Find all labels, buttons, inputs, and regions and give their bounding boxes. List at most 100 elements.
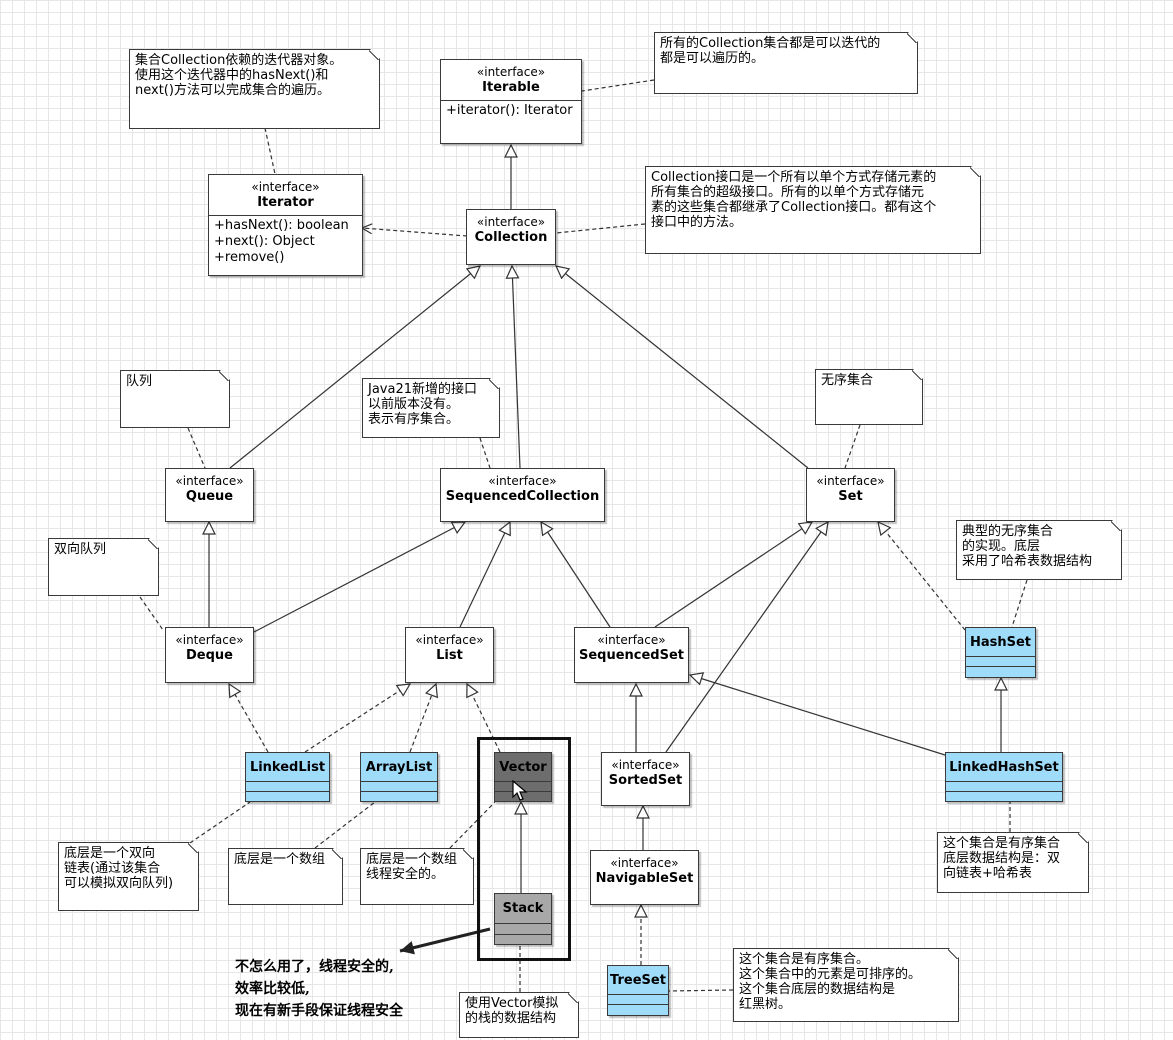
note-line: 底层数据结构是：双 xyxy=(943,851,1061,866)
member-next: +next(): Object xyxy=(214,234,315,249)
navigable-set-interface[interactable]: «interface» NavigableSet xyxy=(590,850,699,905)
stack-note[interactable]: 使用Vector模拟 的栈的数据结构 xyxy=(459,992,579,1038)
note-line: 所有集合的超级接口。所有的以单个方式存储元 xyxy=(651,185,925,200)
linkedlist-class[interactable]: LinkedList xyxy=(245,752,330,802)
collection-name: Collection xyxy=(474,230,548,245)
arraylist-note[interactable]: 底层是一个数组 xyxy=(228,848,343,905)
stereotype-label: «interface» xyxy=(476,215,546,229)
sorted-set-interface[interactable]: «interface» SortedSet xyxy=(601,752,690,806)
anchor-queue-note xyxy=(187,427,206,469)
iterable-interface[interactable]: «interface» Iterable +iterator(): Iterat… xyxy=(440,59,582,144)
vector-note[interactable]: 底层是一个数组 线程安全的。 xyxy=(360,848,474,905)
stereotype-label: «interface» xyxy=(476,65,546,79)
stack-class[interactable]: Stack xyxy=(494,893,552,945)
edge-arraylist-list xyxy=(409,684,436,753)
iterator-note[interactable]: 集合Collection依赖的迭代器对象。 使用这个迭代器中的hasNext()… xyxy=(129,49,380,129)
note-line: 的栈的数据结构 xyxy=(465,1011,557,1026)
treeset-class[interactable]: TreeSet xyxy=(607,965,669,1016)
set-name: Set xyxy=(838,489,863,504)
vector-class[interactable]: Vector xyxy=(494,752,552,802)
stereotype-label: «interface» xyxy=(175,633,244,647)
member-remove: +remove() xyxy=(214,250,285,265)
annotation-line: 现在有新手段保证线程安全 xyxy=(235,1003,403,1019)
sequenced-collection-name: SequencedCollection xyxy=(445,489,600,504)
iterable-name: Iterable xyxy=(482,80,540,95)
navigable-set-name: NavigableSet xyxy=(595,871,694,886)
anchor-collection-note xyxy=(555,223,646,234)
stack-name: Stack xyxy=(502,901,544,916)
edge-set-collection xyxy=(556,266,809,469)
member-iterator: +iterator(): Iterator xyxy=(446,103,573,118)
sequenced-set-interface[interactable]: «interface» SequencedSet xyxy=(574,627,689,683)
note-line: 线程安全的。 xyxy=(366,867,445,882)
note-line: 无序集合 xyxy=(821,373,874,388)
note-line: 使用这个迭代器中的hasNext()和 xyxy=(135,68,329,83)
annotation-arrow xyxy=(399,927,491,955)
note-line: 链表(通过该集合 xyxy=(64,861,161,876)
note-line: next()方法可以完成集合的遍历。 xyxy=(135,83,330,98)
anchor-deque-note xyxy=(139,596,164,631)
collection-interface[interactable]: «interface» Collection xyxy=(466,209,556,265)
note-line: 向链表+哈希表 xyxy=(943,866,1032,881)
note-line: 采用了哈希表数据结构 xyxy=(962,554,1093,569)
hashset-name: HashSet xyxy=(969,635,1032,650)
anchor-treeset-note xyxy=(668,989,734,992)
anchor-hashset-note xyxy=(1011,579,1028,628)
linkedhashset-name: LinkedHashSet xyxy=(949,760,1059,775)
edge-seqset-seqcoll xyxy=(541,522,611,628)
note-line: 使用Vector模拟 xyxy=(465,996,559,1011)
stereotype-label: «interface» xyxy=(610,856,679,870)
note-line: 这个集合底层的数据结构是 xyxy=(739,982,896,997)
collection-note[interactable]: Collection接口是一个所有以单个方式存储元素的 所有集合的超级接口。所有… xyxy=(645,166,981,254)
iterable-note[interactable]: 所有的Collection集合都是可以迭代的 都是可以遍历的。 xyxy=(654,32,918,94)
note-line: 这个集合中的元素是可排序的。 xyxy=(739,967,922,982)
list-name: List xyxy=(436,648,463,663)
set-note[interactable]: 无序集合 xyxy=(815,369,923,425)
annotation-line: 效率比较低, xyxy=(235,981,310,997)
annotation-text: 不怎么用了，线程安全的, 效率比较低, 现在有新手段保证线程安全 xyxy=(235,956,403,1022)
edge-vector-list xyxy=(467,684,501,753)
sequenced-collection-interface[interactable]: «interface» SequencedCollection xyxy=(440,468,605,522)
queue-interface[interactable]: «interface» Queue xyxy=(165,468,254,522)
list-interface[interactable]: «interface» List xyxy=(405,627,494,683)
linkedlist-note[interactable]: 底层是一个双向 链表(通过该集合 可以模拟双向队列) xyxy=(58,842,199,911)
edge-deque-seqcoll xyxy=(253,522,465,633)
note-line: 这个集合是有序集合。 xyxy=(739,952,870,967)
anchor-arraylist-note xyxy=(314,801,376,849)
arraylist-class[interactable]: ArrayList xyxy=(360,752,438,802)
note-line: Java21新增的接口 xyxy=(368,382,478,397)
note-line: 底层是一个数组 xyxy=(234,852,326,867)
deque-note[interactable]: 双向队列 xyxy=(48,538,159,596)
edge-queue-collection xyxy=(229,266,480,469)
note-line: 以前版本没有。 xyxy=(368,397,460,412)
sequenced-set-name: SequencedSet xyxy=(578,648,685,663)
arraylist-name: ArrayList xyxy=(365,760,433,775)
note-line: 所有的Collection集合都是可以迭代的 xyxy=(660,36,881,51)
iterator-interface[interactable]: «interface» Iterator +hasNext(): boolean… xyxy=(208,174,363,276)
linkedhashset-note[interactable]: 这个集合是有序集合 底层数据结构是：双 向链表+哈希表 xyxy=(937,832,1089,893)
treeset-note[interactable]: 这个集合是有序集合。 这个集合中的元素是可排序的。 这个集合底层的数据结构是 红… xyxy=(733,948,959,1022)
deque-interface[interactable]: «interface» Deque xyxy=(165,627,254,683)
note-line: 双向队列 xyxy=(54,542,107,557)
anchor-iterator-note xyxy=(264,127,276,175)
edge-linkedlist-list xyxy=(304,684,410,753)
queue-note[interactable]: 队列 xyxy=(120,370,230,428)
note-line: 典型的无序集合 xyxy=(962,524,1054,539)
note-line: Collection接口是一个所有以单个方式存储元素的 xyxy=(651,170,937,185)
note-line: 表示有序集合。 xyxy=(368,412,460,427)
hashset-class[interactable]: HashSet xyxy=(965,627,1036,678)
stereotype-label: «interface» xyxy=(488,474,557,488)
stereotype-label: «interface» xyxy=(611,758,680,772)
anchor-vector-note xyxy=(444,801,496,854)
hashset-note[interactable]: 典型的无序集合 的实现。底层 采用了哈希表数据结构 xyxy=(956,520,1122,580)
stereotype-label: «interface» xyxy=(175,474,244,488)
note-line: 都是可以遍历的。 xyxy=(660,51,765,66)
linkedhashset-class[interactable]: LinkedHashSet xyxy=(945,752,1063,802)
deque-name: Deque xyxy=(186,648,233,663)
sequenced-collection-note[interactable]: Java21新增的接口 以前版本没有。 表示有序集合。 xyxy=(362,378,500,438)
stereotype-label: «interface» xyxy=(415,633,484,647)
anchor-linkedlist-note xyxy=(189,801,251,844)
set-interface[interactable]: «interface» Set xyxy=(806,468,895,522)
annotation-line: 不怎么用了，线程安全的, xyxy=(235,959,394,975)
